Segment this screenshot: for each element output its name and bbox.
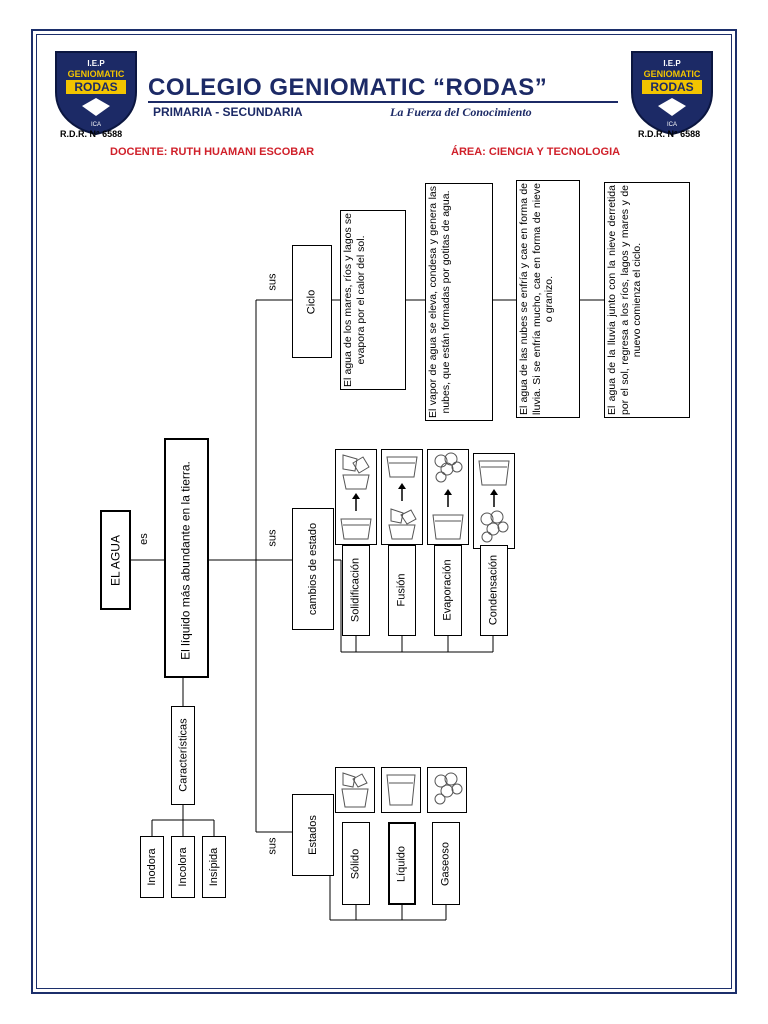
characteristics-node xyxy=(171,706,195,805)
link-sus-states: sus xyxy=(266,837,279,855)
solidification-illustration xyxy=(335,449,377,545)
root-node xyxy=(100,510,131,610)
changes-node xyxy=(292,508,334,630)
logo-line-1: I.E.P xyxy=(663,59,681,68)
cycle-step-text: El agua de los mares, ríos y lagos se ev… xyxy=(342,213,367,387)
change-label: Solidificación xyxy=(349,557,361,623)
link-sus-changes: sus xyxy=(266,529,279,547)
fusion-illustration xyxy=(381,449,423,545)
header-rule xyxy=(148,101,618,103)
root-label: EL AGUA xyxy=(108,535,123,586)
condensation-illustration xyxy=(473,453,515,549)
gas-illustration xyxy=(427,767,467,813)
cycle-step-2 xyxy=(425,183,493,421)
change-fusion xyxy=(388,545,416,636)
definition-label: El líquido más abundante en la tierra. xyxy=(178,461,193,660)
state-label: Sólido xyxy=(349,848,361,880)
cycle-step-4 xyxy=(604,182,690,418)
change-solidificacion xyxy=(342,545,370,636)
school-levels: PRIMARIA - SECUNDARIA xyxy=(153,105,303,119)
states-label: Estados xyxy=(306,815,319,855)
characteristic-inodora xyxy=(140,836,164,898)
change-condensacion xyxy=(480,545,508,636)
characteristic-label: Inodora xyxy=(145,848,158,886)
school-name: COLEGIO GENIOMATIC “RODAS” xyxy=(148,74,548,101)
state-label: Gaseoso xyxy=(439,841,451,887)
link-es: es xyxy=(137,533,150,545)
logo-line-4: ICA xyxy=(91,122,101,128)
link-sus-cycle: sus xyxy=(266,273,279,291)
logo-line-1: I.E.P xyxy=(87,59,105,68)
states-node xyxy=(292,794,334,876)
change-evaporacion xyxy=(434,545,462,636)
registration-left: R.D.R. N° 6588 xyxy=(60,129,123,139)
change-label: Fusión xyxy=(395,573,407,607)
cycle-step-text: El agua de la lluvia junto con la nieve … xyxy=(606,185,643,415)
subject-area: ÁREA: CIENCIA Y TECNOLOGIA xyxy=(451,146,621,158)
logo-line-2: GENIOMATIC xyxy=(68,69,125,79)
characteristics-label: Características xyxy=(177,718,189,792)
logo-line-3: RODAS xyxy=(74,80,117,94)
solid-illustration xyxy=(335,767,375,813)
liquid-illustration xyxy=(381,767,421,813)
cycle-step-3 xyxy=(516,180,580,418)
registration-right: R.D.R. N° 6588 xyxy=(638,129,701,139)
state-liquido xyxy=(388,822,416,905)
characteristic-label: Insípida xyxy=(207,847,220,887)
state-gaseoso xyxy=(432,822,460,905)
page-border-outer xyxy=(31,29,737,994)
cycle-step-text: El agua de las nubes se enfría y cae en … xyxy=(518,183,555,415)
state-label: Líquido xyxy=(395,845,407,883)
school-logo-left: I.E.P GENIOMATIC RODAS ICA xyxy=(55,51,137,136)
change-label: Condensación xyxy=(487,554,499,626)
page-border-inner xyxy=(36,34,732,989)
teacher-name: DOCENTE: RUTH HUAMANI ESCOBAR xyxy=(110,146,315,158)
logo-line-3: RODAS xyxy=(650,80,693,94)
cycle-node xyxy=(292,245,332,358)
evaporation-illustration xyxy=(427,449,469,545)
definition-node xyxy=(164,438,209,678)
change-label: Evaporación xyxy=(441,559,453,621)
characteristic-label: Incolora xyxy=(176,847,189,887)
characteristic-insipida xyxy=(202,836,226,898)
school-logo-right: I.E.P GENIOMATIC RODAS ICA xyxy=(631,51,713,136)
school-motto: La Fuerza del Conocimiento xyxy=(390,105,532,119)
logo-line-4: ICA xyxy=(667,122,677,128)
characteristic-incolora xyxy=(171,836,195,898)
cycle-step-1 xyxy=(340,210,406,390)
cycle-label: Ciclo xyxy=(305,289,317,315)
logo-line-2: GENIOMATIC xyxy=(644,69,701,79)
state-solido xyxy=(342,822,370,905)
cycle-step-text: El vapor de agua se eleva, condesa y gen… xyxy=(427,186,452,418)
changes-label: cambios de estado xyxy=(306,522,319,616)
